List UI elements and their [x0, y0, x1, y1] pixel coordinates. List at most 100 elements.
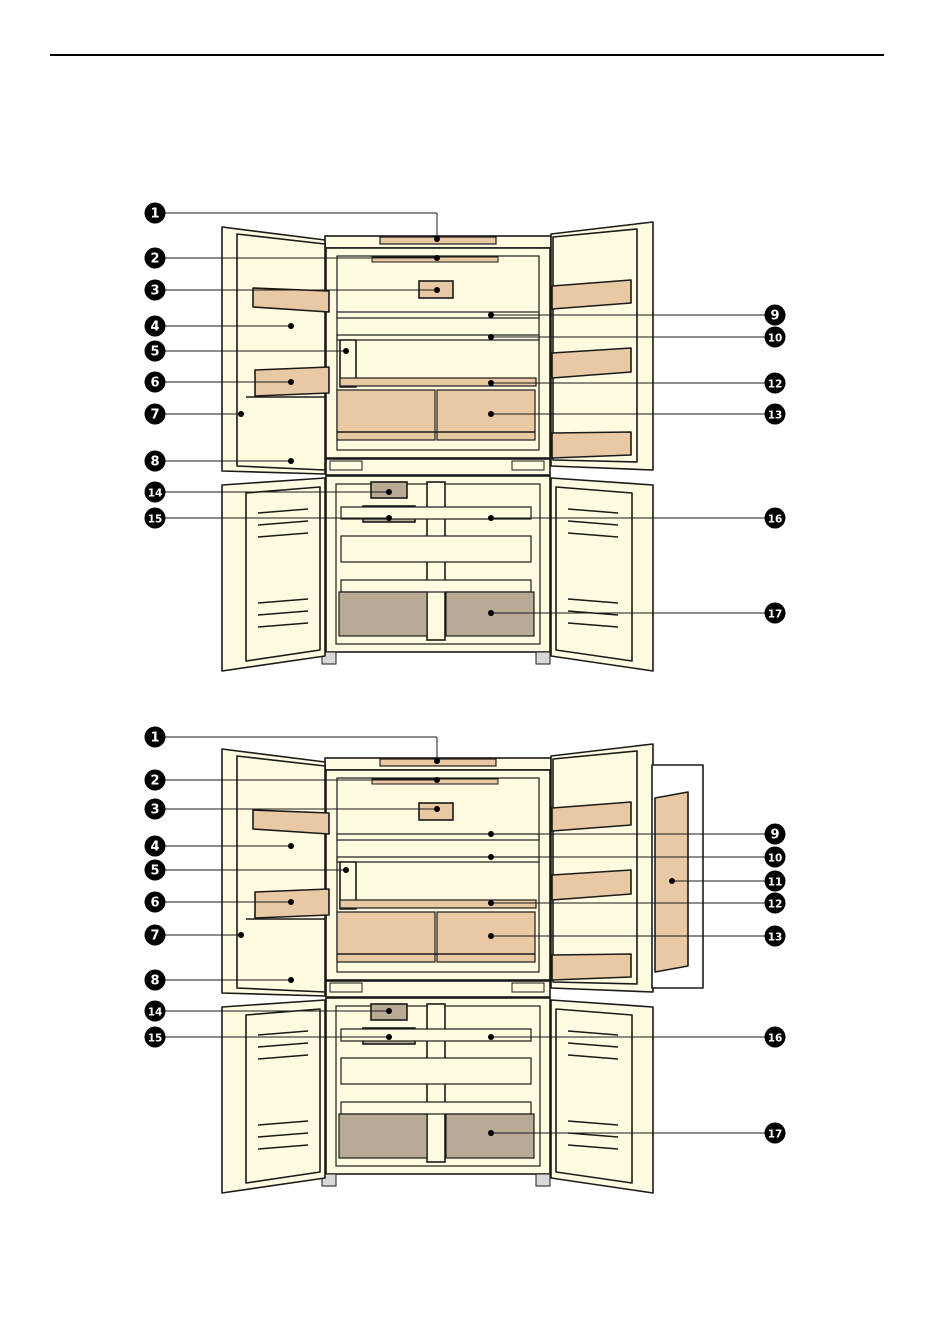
- callout-3-label: 3: [150, 284, 159, 299]
- callout-5: 5: [145, 341, 166, 362]
- callout-1-label: 1: [150, 731, 159, 746]
- callout-11: 11: [765, 871, 786, 892]
- callout-3: 3: [145, 280, 166, 301]
- callout-7: 7: [145, 925, 166, 946]
- callout-2: 2: [145, 248, 166, 269]
- freezer-shelf-mid: [341, 536, 531, 562]
- freezer-shelf-upper: [341, 1029, 531, 1041]
- callout-2: 2: [145, 770, 166, 791]
- callout-7-label: 7: [150, 929, 159, 944]
- callout-10: 10: [765, 327, 786, 348]
- callout-dot-12: [488, 900, 494, 906]
- callout-7-label: 7: [150, 408, 159, 423]
- callout-12-label: 12: [768, 899, 783, 911]
- callout-4-label: 4: [150, 320, 159, 335]
- callout-4-label: 4: [150, 840, 159, 855]
- callout-17-label: 17: [768, 609, 783, 621]
- callout-1-label: 1: [150, 207, 159, 222]
- callout-9-label: 9: [770, 309, 779, 324]
- door-bin-right-1: [552, 802, 631, 831]
- upper-shelf: [337, 834, 539, 840]
- callout-11-label: 11: [768, 877, 783, 889]
- callout-dot-3: [434, 287, 440, 293]
- door-bin-right-2: [552, 870, 631, 900]
- callout-16: 16: [765, 508, 786, 529]
- callout-dot-9: [488, 831, 494, 837]
- control-left: [330, 461, 362, 470]
- callout-14: 14: [145, 1001, 166, 1022]
- callout-10-label: 10: [768, 853, 783, 865]
- callout-10: 10: [765, 847, 786, 868]
- right-upper-door-panel: [553, 751, 637, 984]
- callout-dot-1: [434, 758, 440, 764]
- lower-shelf: [340, 378, 536, 386]
- control-right: [512, 461, 544, 470]
- callout-dot-4: [288, 323, 294, 329]
- callout-dot-12: [488, 380, 494, 386]
- callout-5-label: 5: [150, 345, 159, 360]
- callout-16-label: 16: [768, 514, 783, 526]
- freezer-drawer-left: [339, 1114, 427, 1158]
- callout-dot-4: [288, 843, 294, 849]
- callout-dot-7: [238, 411, 244, 417]
- callout-10-label: 10: [768, 333, 783, 345]
- freezer-shelf-lower: [341, 1102, 531, 1114]
- callout-6: 6: [145, 892, 166, 913]
- callout-8: 8: [145, 451, 166, 472]
- callout-9-label: 9: [770, 828, 779, 843]
- foldable-shelf: [337, 857, 539, 862]
- callout-17: 17: [765, 1123, 786, 1144]
- callout-13-label: 13: [768, 932, 783, 944]
- callout-5-label: 5: [150, 864, 159, 879]
- callout-3: 3: [145, 799, 166, 820]
- callout-15-label: 15: [148, 1033, 163, 1045]
- right-upper-door-panel: [553, 229, 637, 462]
- left-upper-door-panel: [237, 234, 325, 470]
- fridge-diagram-bottom: 1234567814159101112131617: [145, 727, 786, 1194]
- callout-dot-7: [238, 932, 244, 938]
- door-bin-right-3: [552, 432, 631, 458]
- left-lower-door-panel: [246, 1009, 320, 1183]
- right-lower-door-panel: [556, 1009, 632, 1183]
- callout-17: 17: [765, 603, 786, 624]
- callout-dot-3: [434, 806, 440, 812]
- callout-dot-16: [488, 1034, 494, 1040]
- callout-14-label: 14: [148, 488, 163, 500]
- callout-dot-8: [288, 458, 294, 464]
- callout-dot-15: [386, 1034, 392, 1040]
- callout-dot-14: [386, 1008, 392, 1014]
- callout-15: 15: [145, 508, 166, 529]
- callout-8-label: 8: [150, 974, 159, 989]
- callout-14: 14: [145, 482, 166, 503]
- freezer-shelf-upper: [341, 507, 531, 519]
- callout-13: 13: [765, 404, 786, 425]
- callout-4: 4: [145, 836, 166, 857]
- callout-8-label: 8: [150, 455, 159, 470]
- callout-15: 15: [145, 1027, 166, 1048]
- callout-13-label: 13: [768, 410, 783, 422]
- callout-3-label: 3: [150, 803, 159, 818]
- control-right: [512, 983, 544, 992]
- lower-shelf: [340, 900, 536, 908]
- foot-right: [536, 1174, 550, 1186]
- door-bin-upper-left: [253, 288, 329, 312]
- callout-7: 7: [145, 404, 166, 425]
- callout-dot-10: [488, 854, 494, 860]
- left-upper-door-panel: [237, 756, 325, 992]
- control-left: [330, 983, 362, 992]
- callout-5: 5: [145, 860, 166, 881]
- callout-dot-11: [669, 878, 675, 884]
- freezer-shelf-mid: [341, 1058, 531, 1084]
- callout-17-label: 17: [768, 1129, 783, 1141]
- callout-12: 12: [765, 373, 786, 394]
- callout-dot-15: [386, 515, 392, 521]
- callout-dot-13: [488, 411, 494, 417]
- callout-dot-2: [434, 777, 440, 783]
- callout-dot-14: [386, 489, 392, 495]
- callout-6-label: 6: [150, 376, 159, 391]
- callout-12: 12: [765, 893, 786, 914]
- callout-6-label: 6: [150, 896, 159, 911]
- callout-1: 1: [145, 203, 166, 224]
- freezer-shelf-lower: [341, 580, 531, 592]
